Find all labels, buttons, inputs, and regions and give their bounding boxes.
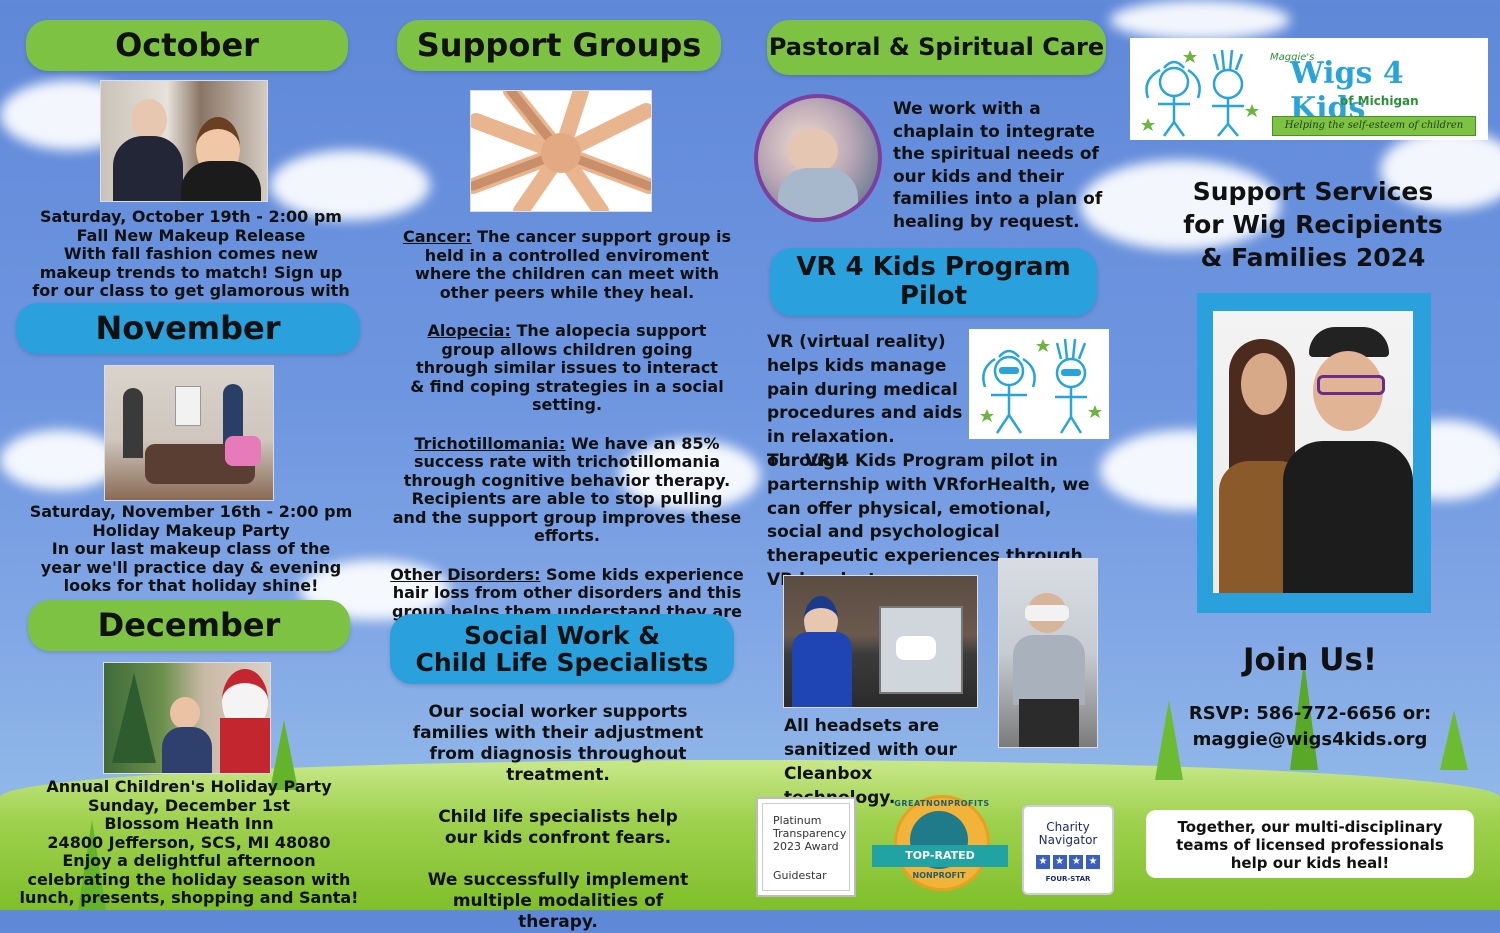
cn-line1: Charity: [1046, 820, 1090, 834]
guidestar-line1: Platinum: [773, 814, 822, 827]
november-photo: [104, 365, 274, 501]
december-address: 24800 Jefferson, SCS, MI 48080: [47, 832, 331, 852]
star-icon: ★: [1036, 855, 1050, 869]
vr-cleanbox-photo: [783, 575, 978, 708]
october-heading: October: [26, 20, 348, 71]
support-item-text: We have an 85% success rate with trichot…: [392, 433, 742, 545]
social-work-p2: Child life specialists help our kids con…: [438, 807, 678, 848]
guidestar-line2: Transparency: [773, 827, 847, 840]
pastoral-heading: Pastoral & Spiritual Care: [767, 20, 1106, 75]
support-item-label: Alopecia:: [427, 321, 511, 340]
social-work-heading-line2: Child Life Specialists: [415, 648, 709, 677]
december-event: Annual Children's Holiday Party: [46, 777, 332, 796]
november-heading: November: [16, 303, 360, 354]
october-date: Saturday, October 19th - 2:00 pm: [40, 207, 342, 226]
join-us: Join Us!: [1242, 642, 1378, 678]
support-item-label: Cancer:: [402, 227, 472, 246]
vr-heading: VR 4 Kids Program Pilot: [770, 248, 1097, 316]
support-item-label: Other Disorders:: [390, 564, 541, 584]
logo-figures-icon: [1141, 49, 1259, 137]
gnp-top-text: GREATNONPROFITS: [894, 799, 990, 808]
chaplain-photo: [754, 94, 882, 222]
pastoral-text: We work with a chaplain to integrate the…: [893, 99, 1103, 232]
cloud: [1110, 0, 1290, 40]
star-icon: ★: [1052, 855, 1067, 869]
october-photo: [100, 80, 268, 202]
november-date: Saturday, November 16th - 2:00 pm: [29, 502, 353, 521]
grass-blade: [1290, 660, 1318, 770]
social-work-p1: Our social worker supports families with…: [412, 702, 704, 785]
vr-text-short: VR (virtual reality) helps kids manage p…: [767, 332, 963, 471]
stick-figures-icon: [980, 338, 1102, 434]
december-venue: Blossom Heath Inn: [104, 814, 274, 833]
grass-blade: [78, 820, 106, 910]
featured-photo: [1213, 311, 1413, 593]
gnp-ribbon: TOP-RATED: [872, 845, 1008, 867]
logo-tagline: Helping the self-esteem of children: [1272, 116, 1476, 136]
cn-rating: FOUR-STAR: [1045, 875, 1091, 883]
november-text: Saturday, November 16th - 2:00 pm Holida…: [20, 502, 362, 596]
cloud: [270, 150, 430, 220]
rsvp-email[interactable]: maggie@wigs4kids.org: [1192, 729, 1428, 750]
rsvp-phone: RSVP: 586-772-6656 or:: [1188, 703, 1432, 724]
support-groups-list: Cancer: The cancer support group is held…: [386, 227, 748, 640]
guidestar-org: Guidestar: [773, 869, 827, 882]
grass-blade: [270, 720, 298, 790]
grass-blade: [1155, 700, 1183, 780]
december-date: Sunday, December 1st: [87, 795, 291, 815]
cloud: [0, 430, 120, 490]
social-work-heading-line1: Social Work &: [463, 620, 661, 650]
social-work-p3: We successfully implement multiple modal…: [427, 870, 689, 932]
social-work-heading: Social Work & Child Life Specialists: [390, 614, 734, 684]
cloud: [1380, 130, 1500, 210]
guidestar-badge: Platinum Transparency 2023 Award Guidest…: [756, 797, 856, 897]
support-item-cancer: Cancer: The cancer support group is held…: [386, 227, 748, 302]
charity-navigator-badge: Charity Navigator ★ ★ ★ ★ FOUR-STAR: [1022, 805, 1114, 895]
closing-box: Together, our multi-disciplinary teams o…: [1146, 810, 1474, 878]
greatnonprofits-badge: GREATNONPROFITS TOP-RATED NONPROFIT: [872, 795, 1008, 895]
cloud: [620, 440, 760, 510]
november-event: Holiday Makeup Party: [92, 520, 290, 540]
december-text: Annual Children's Holiday Party Sunday, …: [16, 777, 362, 908]
vr-logo-figures: [969, 329, 1109, 439]
wigs4kids-logo: Maggie's Wigs 4 Kids of Michigan Helping…: [1130, 38, 1488, 140]
support-item-trichotillomania: Trichotillomania: We have an 85% success…: [386, 433, 748, 546]
support-item-alopecia: Alopecia: The alopecia support group all…: [386, 321, 748, 415]
vr-headset-photo: [998, 558, 1098, 748]
featured-photo-frame: [1197, 293, 1431, 613]
december-photo: [103, 662, 271, 774]
november-desc: In our last makeup class of the year we'…: [40, 539, 342, 595]
closing-text: Together, our multi-disciplinary teams o…: [1176, 818, 1444, 872]
cloud: [1080, 160, 1280, 250]
stacked-hands-image: [471, 91, 651, 211]
grass-blade: [1440, 710, 1468, 770]
vr-heading-line2: Pilot: [899, 281, 968, 311]
social-work-text: Our social worker supports families with…: [398, 702, 718, 933]
logo-small-text: Maggie's: [1270, 52, 1315, 63]
guidestar-line3: 2023 Award: [773, 840, 839, 853]
right-title: Support Services for Wig Recipients & Fa…: [1183, 177, 1443, 272]
star-icon: ★: [1085, 855, 1100, 869]
vr-heading-line1: VR 4 Kids Program: [796, 252, 1071, 283]
december-desc: Enjoy a delightful afternoon celebrating…: [19, 851, 359, 907]
gnp-bottom-text: NONPROFIT: [912, 871, 966, 880]
cn-line2: Navigator: [1038, 833, 1098, 847]
cn-stars: ★ ★ ★ ★: [1036, 855, 1100, 869]
star-icon: ★: [1069, 855, 1084, 869]
support-item-text: The alopecia support group allows childr…: [410, 321, 724, 414]
logo-sub-text: of Michigan: [1340, 94, 1419, 108]
support-groups-heading: Support Groups: [397, 20, 721, 71]
december-heading: December: [28, 600, 350, 651]
hands-photo: [470, 90, 652, 212]
october-event: Fall New Makeup Release: [76, 225, 306, 245]
support-item-label: Trichotillomania:: [414, 433, 566, 453]
support-item-text: The cancer support group is held in a co…: [415, 227, 731, 302]
